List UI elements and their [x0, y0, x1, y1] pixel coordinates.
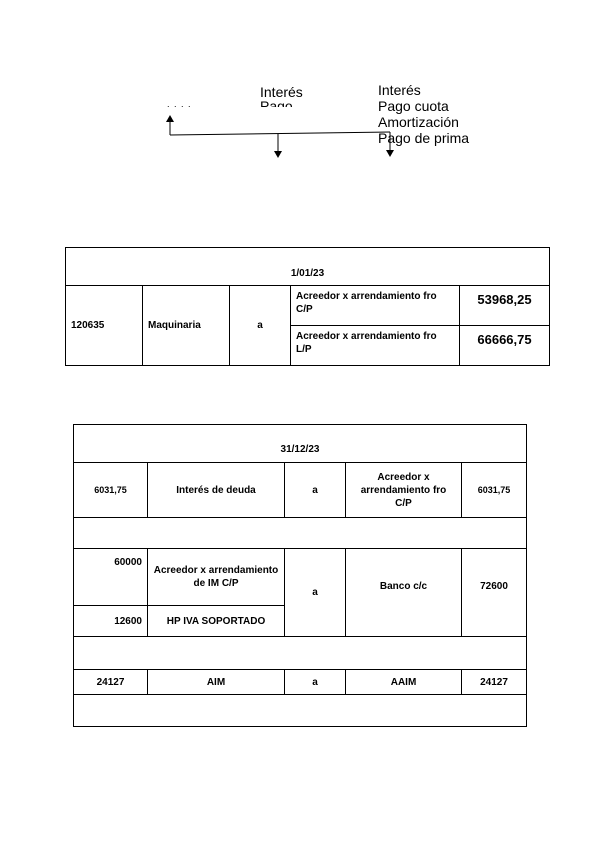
entry1-credit-amount-1: 66666,75: [459, 325, 550, 366]
arrow-down-icon: [386, 150, 394, 157]
entry1-date: 1/01/23: [65, 247, 550, 286]
entry2-date: 31/12/23: [72, 424, 528, 463]
entry2-row2-debit-account: Acreedor x arrendamiento de IM C/P: [147, 548, 285, 606]
right-label-2: Amortización: [378, 114, 459, 130]
right-label-3: Pago de prima: [378, 130, 470, 146]
entry2-row2-debit-amount: 60000: [73, 548, 148, 606]
journal-entry-1: 1/01/23 120635 Maquinaria a Acreedor x a…: [65, 247, 550, 366]
entry1-connector: a: [229, 285, 291, 366]
entry2-row2-credit-amount: 72600: [460, 548, 528, 637]
entry1-credit-amount-0: 53968,25: [459, 285, 550, 326]
entry2-row1-connector: a: [284, 462, 346, 518]
right-label-0: Interés: [378, 82, 421, 98]
dots-label: . . . .: [167, 99, 192, 109]
entry2-row1-credit-amount: 6031,75: [460, 462, 528, 518]
entry2-row1-credit-account: Acreedor x arrendamiento fro C/P: [345, 462, 462, 518]
mid-label-interes: Interés: [260, 84, 303, 100]
entry2-row2-connector: a: [284, 548, 346, 637]
entry2-row4-debit-amount: 24127: [73, 669, 148, 695]
mid-label-pago: Pago: [260, 98, 293, 107]
entry2-spacer-1: [72, 517, 528, 549]
arrow-down-icon: [274, 151, 282, 158]
arrow-up-icon: [166, 115, 174, 122]
right-label-1: Pago cuota: [378, 98, 449, 114]
entry1-debit-amount: 120635: [65, 285, 143, 366]
entry2-row3-debit-amount: 12600: [73, 605, 148, 637]
entry2-row1-debit-amount: 6031,75: [73, 462, 148, 518]
entry2-spacer-2: [72, 636, 528, 670]
entry2-row4-credit-account: AAIM: [345, 669, 462, 695]
entry2-row4-credit-amount: 24127: [460, 669, 528, 695]
diagram-horizontal-line: [169, 131, 391, 136]
entry2-row1-debit-account: Interés de deuda: [147, 462, 285, 518]
entry2-row4-debit-account: AIM: [147, 669, 285, 695]
entry1-credit-account-1: Acreedor x arrendamiento fro L/P: [290, 325, 460, 366]
flow-diagram: [166, 115, 394, 158]
entry2-row4-connector: a: [284, 669, 346, 695]
entry1-credit-account-0: Acreedor x arrendamiento fro C/P: [290, 285, 460, 326]
entry2-row3-debit-account: HP IVA SOPORTADO: [147, 605, 285, 637]
entry2-row2-credit-account: Banco c/c: [345, 548, 462, 637]
entry2-spacer-3: [72, 694, 528, 727]
entry1-debit-account: Maquinaria: [142, 285, 230, 366]
journal-entry-2: 31/12/23 6031,75 Interés de deuda a Acre…: [72, 424, 528, 727]
